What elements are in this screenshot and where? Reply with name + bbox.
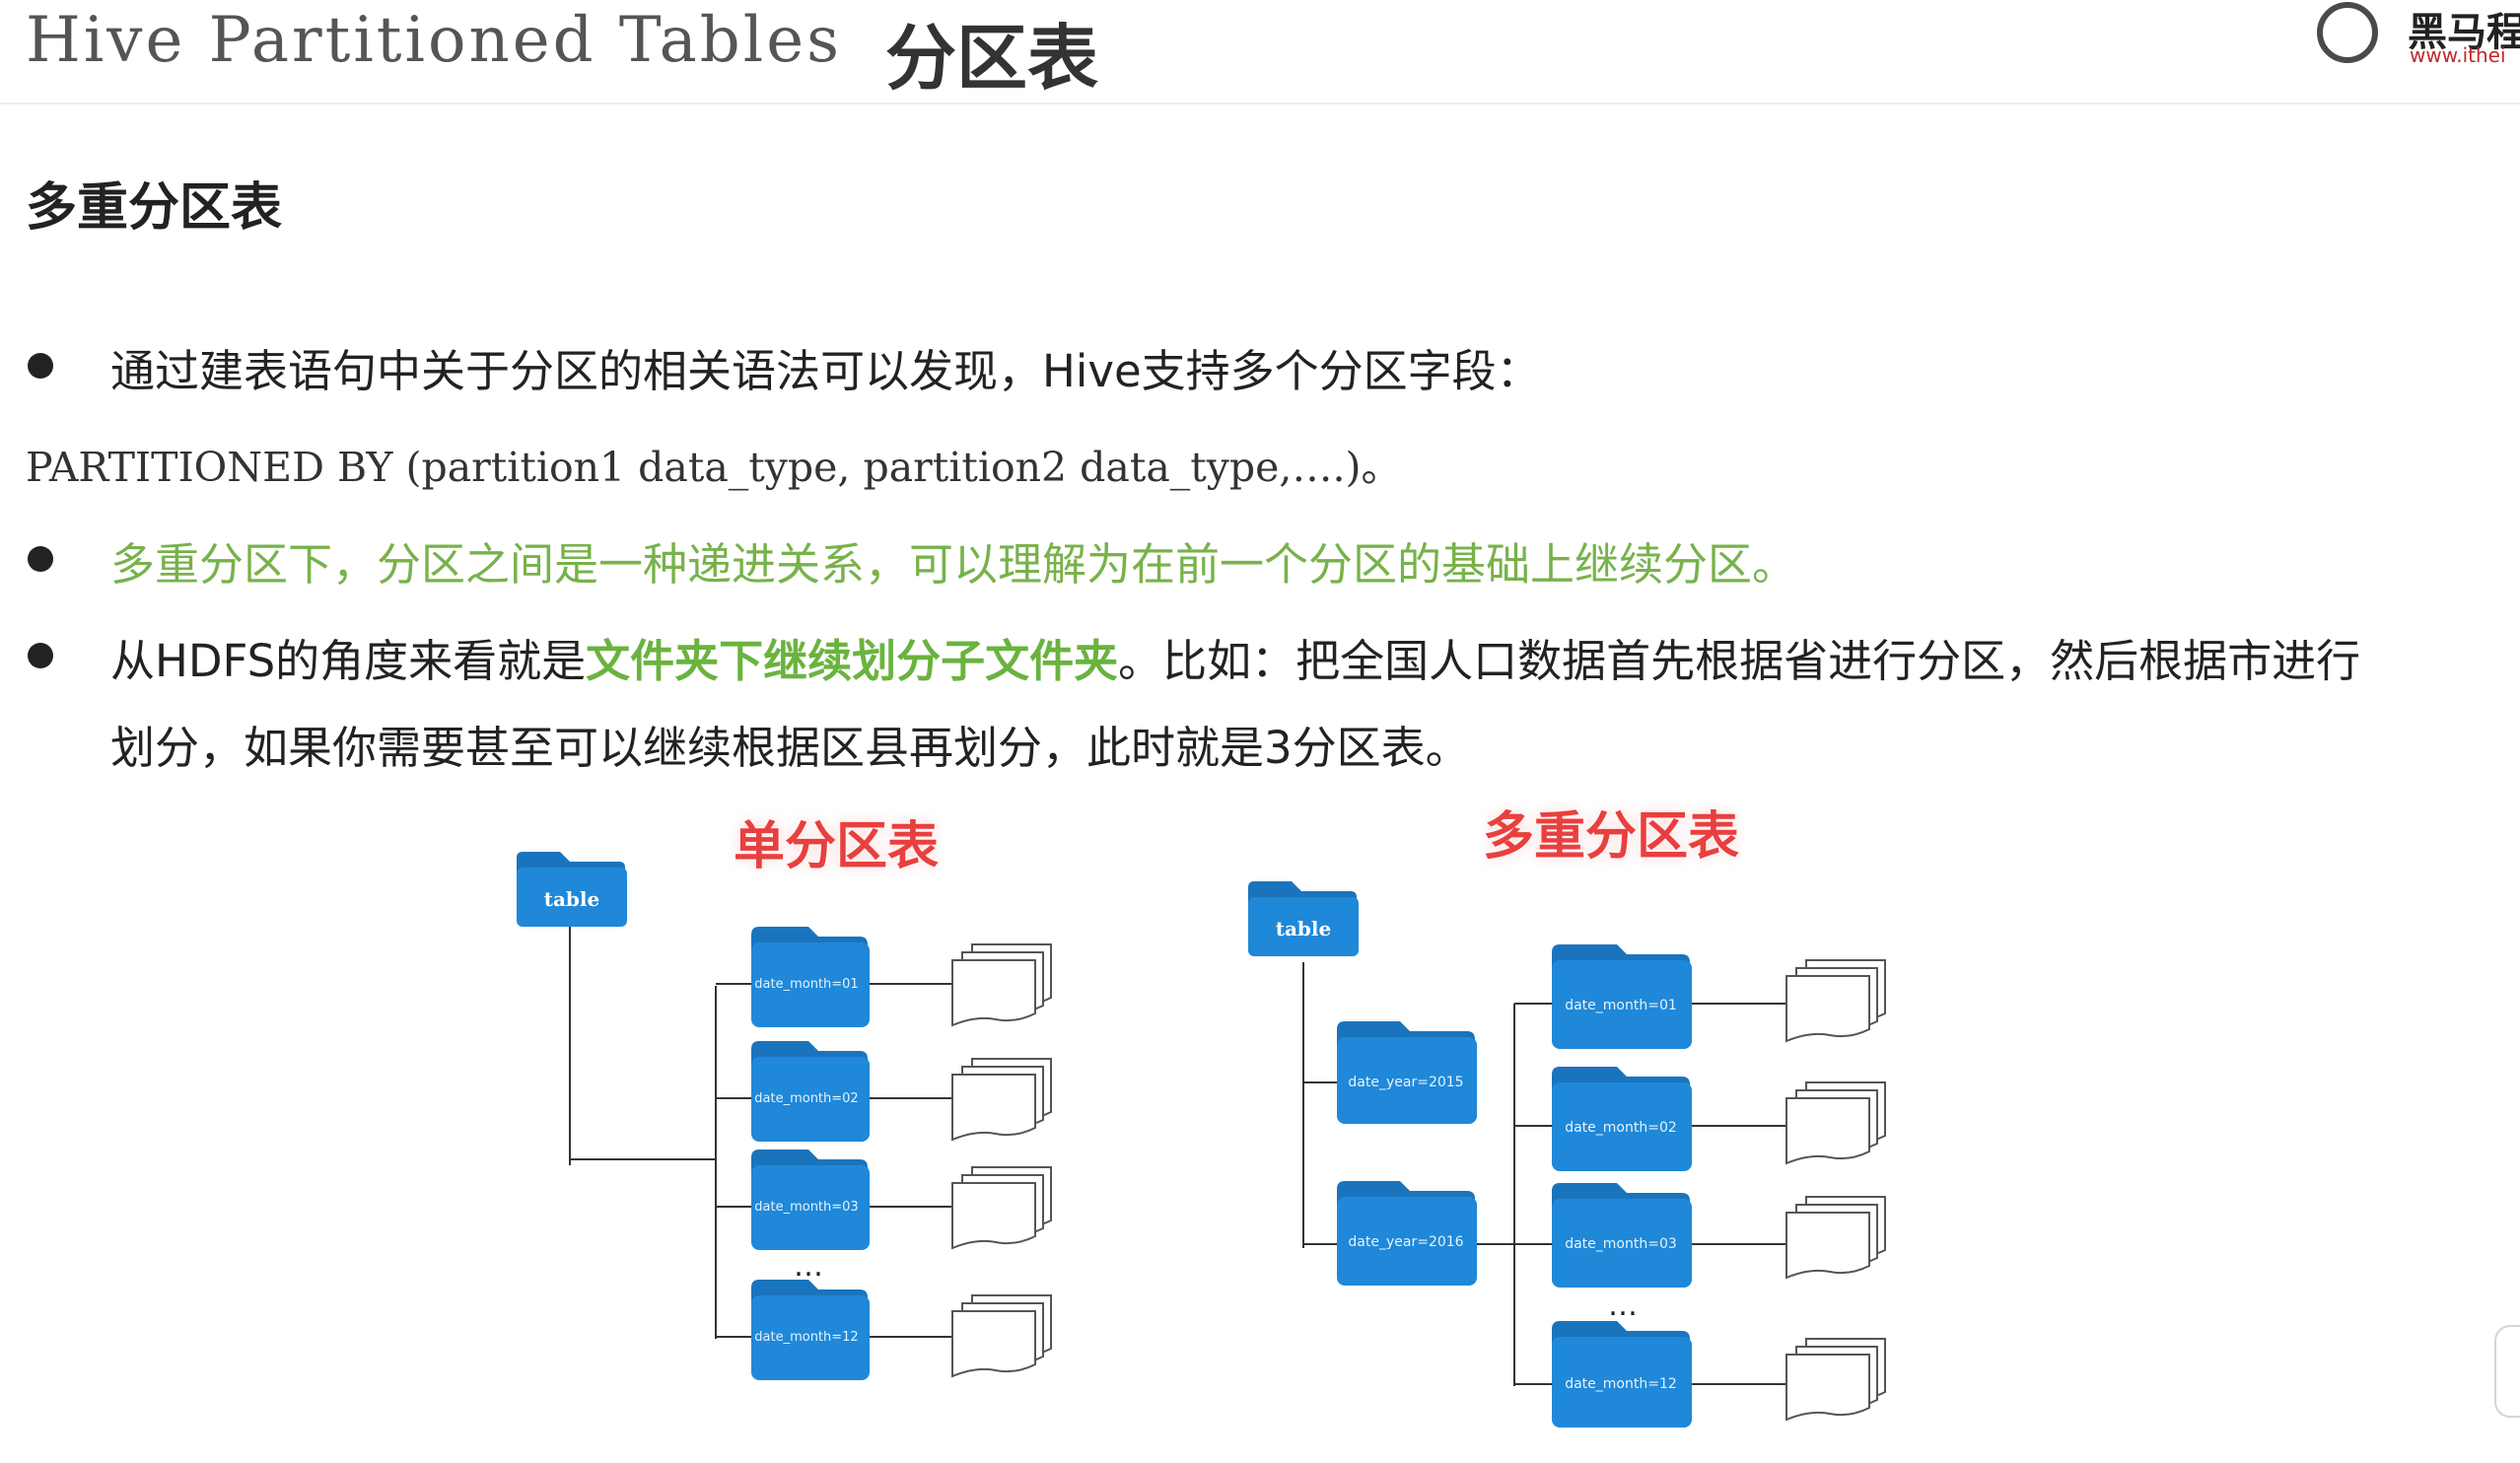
logo-name: 黑马程 (2408, 10, 2520, 55)
logo-url: www.ithei (2410, 43, 2506, 67)
file-stack-icon (951, 1294, 1052, 1377)
bullet-text-3-line2: 划分，如果你需要甚至可以继续根据区县再划分，此时就是3分区表。 (110, 722, 1470, 774)
folder-icon: date_month=12 (751, 1280, 870, 1380)
file-stack-icon (1785, 959, 1886, 1042)
bullet-3-suffix: 。比如：把全国人口数据首先根据省进行分区，然后根据市进行 (1118, 635, 2361, 687)
folder-icon: date_year=2016 (1337, 1181, 1477, 1286)
folder-label: date_year=2016 (1348, 1234, 1463, 1250)
slide-title-english: Hive Partitioned Tables (26, 4, 842, 77)
ellipsis: … (794, 1249, 823, 1284)
bullet-dot-icon (28, 546, 53, 572)
folder-label: date_month=02 (1565, 1120, 1677, 1136)
multi-tree-lines (1302, 962, 1786, 1386)
root-folder-icon: table (517, 852, 627, 927)
single-tree-lines (569, 925, 952, 1339)
partition-diagram: 单分区表 多重分区表 (0, 769, 2520, 1463)
folder-label: date_month=03 (1565, 1236, 1677, 1252)
folder-label: date_month=12 (1565, 1376, 1677, 1392)
single-partition-title: 单分区表 (734, 817, 940, 876)
folder-label: date_month=02 (754, 1091, 858, 1106)
bullet-3-prefix: 从HDFS的角度来看就是 (110, 635, 587, 687)
section-subtitle: 多重分区表 (26, 178, 283, 238)
folder-icon: date_month=02 (751, 1041, 870, 1142)
file-stack-icon (1785, 1338, 1886, 1421)
folder-label: date_month=01 (754, 977, 858, 992)
scrollbar-handle[interactable] (2494, 1325, 2520, 1418)
folder-icon: date_month=03 (1552, 1183, 1692, 1288)
folder-tree-svg: table date_month=01 date_month=02 date_m… (517, 852, 1886, 1428)
folder-label: date_month=01 (1565, 998, 1677, 1013)
bullet-3-highlight: 文件夹下继续划分子文件夹 (586, 635, 1119, 687)
folder-label: date_month=12 (754, 1330, 858, 1345)
horse-logo-icon (2317, 2, 2378, 63)
bullet-dot-icon (28, 353, 53, 379)
slide-title-chinese: 分区表 (885, 17, 1099, 100)
file-stack-icon (951, 1058, 1052, 1141)
folder-label: date_month=03 (754, 1200, 858, 1215)
folder-icon: date_month=01 (1552, 944, 1692, 1049)
root-folder-label: table (1276, 917, 1332, 940)
file-stack-icon (1785, 1081, 1886, 1164)
file-stack-icon (1785, 1196, 1886, 1279)
folder-icon: date_month=12 (1552, 1321, 1692, 1428)
folder-icon: date_month=03 (751, 1150, 870, 1250)
multi-partition-title: 多重分区表 (1483, 807, 1740, 867)
file-stack-icon (951, 943, 1052, 1026)
folder-icon: date_month=02 (1552, 1067, 1692, 1171)
root-folder-label: table (544, 887, 600, 911)
bullet-text-1: 通过建表语句中关于分区的相关语法可以发现，Hive支持多个分区字段： (110, 345, 1541, 397)
bullet-text-3: 从HDFS的角度来看就是文件夹下继续划分子文件夹。比如：把全国人口数据首先根据省… (110, 625, 2360, 689)
folder-label: date_year=2015 (1348, 1075, 1463, 1090)
brand-logo: 黑马程 www.ithei (2311, 0, 2520, 75)
root-folder-icon: table (1248, 881, 1359, 956)
partitioned-by-syntax: PARTITIONED BY (partition1 data_type, pa… (26, 444, 1402, 491)
file-stack-icon (951, 1166, 1052, 1249)
folder-icon: date_month=01 (751, 927, 870, 1027)
ellipsis: … (1608, 1289, 1638, 1323)
slide-header: Hive Partitioned Tables 分区表 黑马程 www.ithe… (0, 0, 2520, 104)
bullet-dot-icon (28, 643, 53, 668)
folder-icon: date_year=2015 (1337, 1021, 1477, 1124)
bullet-text-2: 多重分区下，分区之间是一种递进关系，可以理解为在前一个分区的基础上继续分区。 (110, 538, 1797, 591)
